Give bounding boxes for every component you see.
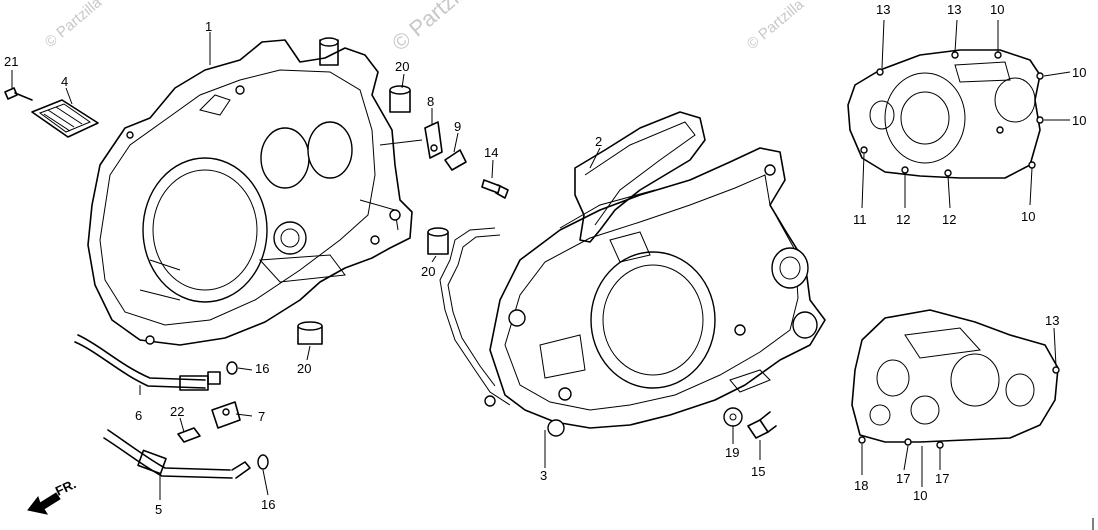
callout-3: 3: [540, 468, 547, 483]
callout-17a: 17: [896, 471, 910, 486]
callout-1: 1: [205, 19, 212, 34]
callout-14: 14: [484, 145, 498, 160]
callout-13a: 13: [876, 2, 890, 17]
front-label: FR.: [53, 476, 78, 498]
callout-10e: 10: [913, 488, 927, 503]
callout-10b: 10: [1072, 65, 1086, 80]
callout-4: 4: [61, 74, 68, 89]
callout-22: 22: [170, 404, 184, 419]
callout-16a: 16: [255, 361, 269, 376]
crankcase-gasket: [439, 227, 511, 407]
bolt-22: [177, 427, 201, 443]
callout-13c: 13: [1045, 313, 1059, 328]
callout-15: 15: [751, 464, 765, 479]
leader-lines: [11, 19, 1071, 500]
front-direction-arrow: FR.: [27, 476, 78, 515]
left-crankcase-half: [87, 37, 413, 346]
callout-labels: 1 2 3 4 5 6 7 8 9 10 10 10 10 10 11 12 1…: [4, 2, 1086, 517]
case-stud-inset-lower: [851, 309, 1060, 449]
bolt-14: [481, 179, 509, 199]
callout-13b: 13: [947, 2, 961, 17]
watermarks: © Partzilla.com © Partzilla © Partzilla: [42, 0, 808, 56]
right-crankcase-half: [489, 147, 826, 437]
callout-20b: 20: [421, 264, 435, 279]
callout-19: 19: [725, 445, 739, 460]
callout-7: 7: [258, 409, 265, 424]
breather-tube-5: [103, 429, 251, 479]
callout-16b: 16: [261, 497, 275, 512]
callout-2: 2: [595, 134, 602, 149]
washers-16: [226, 361, 269, 470]
dowel-pins-20: [297, 85, 449, 345]
oil-strainer-screen: [31, 99, 99, 138]
bolt-15: [747, 411, 777, 439]
callout-8: 8: [427, 94, 434, 109]
bolt-21: [4, 87, 33, 101]
callout-9: 9: [454, 119, 461, 134]
plate-9: [444, 149, 467, 171]
clamp-8: [424, 121, 443, 159]
callout-5: 5: [155, 502, 162, 517]
breather-tube-6: [74, 334, 221, 391]
callout-6: 6: [135, 408, 142, 423]
callout-12a: 12: [896, 212, 910, 227]
callout-10c: 10: [1072, 113, 1086, 128]
callout-12b: 12: [942, 212, 956, 227]
callout-20c: 20: [297, 361, 311, 376]
washer-19: [723, 407, 743, 427]
callout-17b: 17: [935, 471, 949, 486]
plate-7: [211, 401, 241, 429]
case-stud-inset-upper: [847, 49, 1044, 179]
callout-10d: 10: [1021, 209, 1035, 224]
gasket-2: [574, 111, 706, 243]
callout-10a: 10: [990, 2, 1004, 17]
watermark-right: © Partzilla: [744, 0, 808, 53]
watermark-center: © Partzilla.com: [387, 0, 517, 56]
callout-20a: 20: [395, 59, 409, 74]
callout-21: 21: [4, 54, 18, 69]
watermark-left: © Partzilla: [42, 0, 106, 51]
callout-11: 11: [853, 212, 867, 227]
callout-18: 18: [854, 478, 868, 493]
